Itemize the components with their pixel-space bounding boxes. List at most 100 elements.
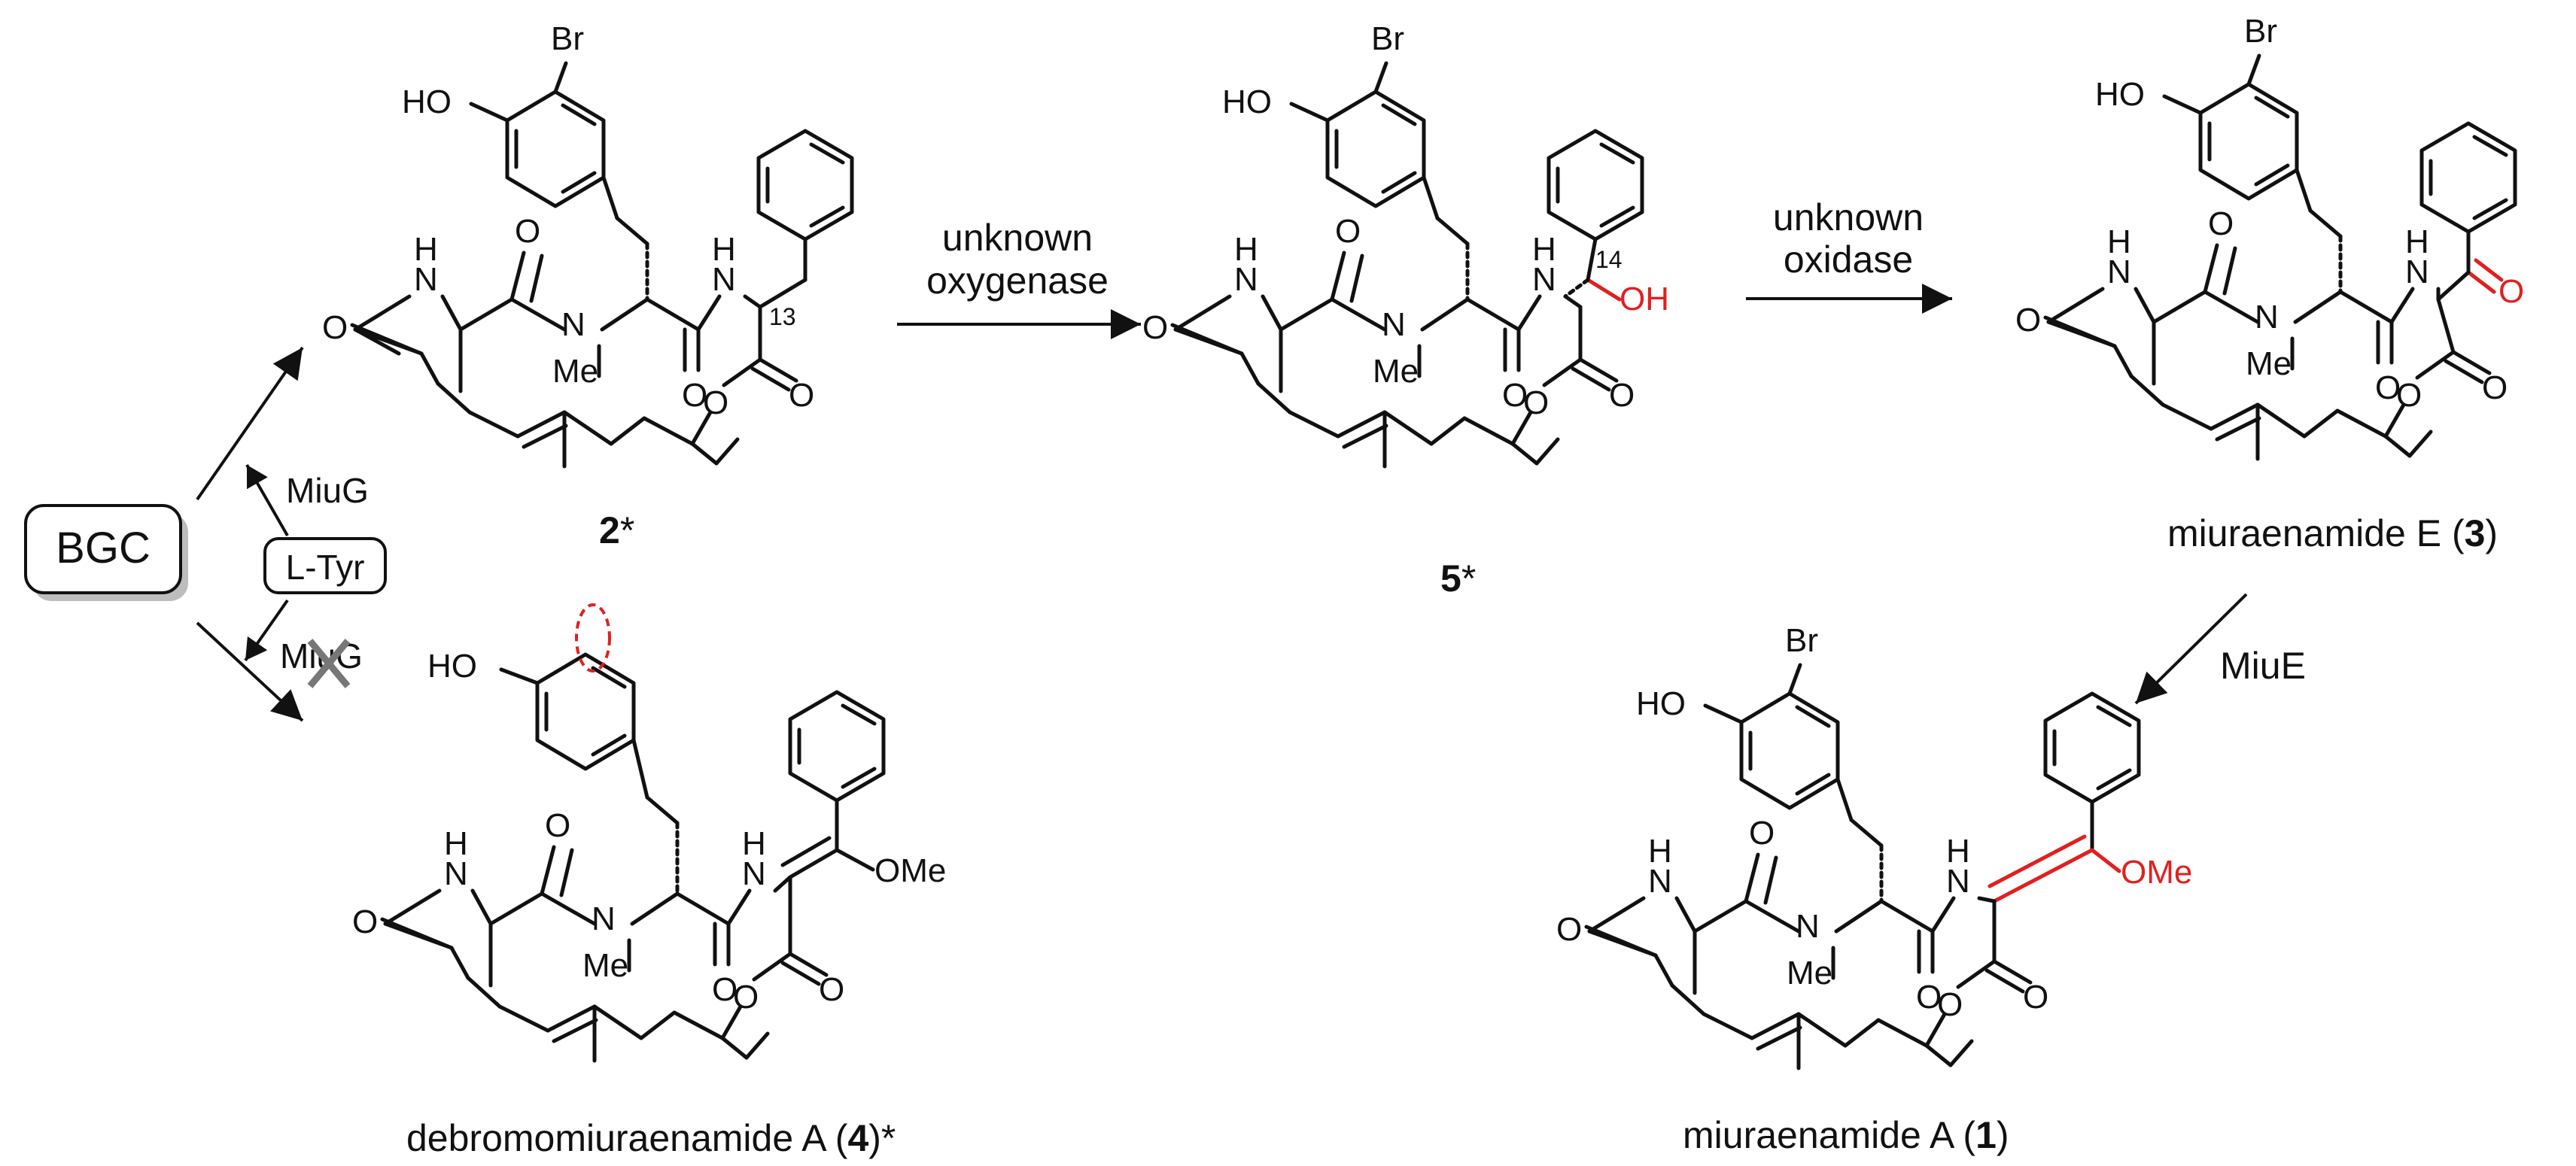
oxidase-label-1: unknown [1773, 196, 1924, 238]
arrow-ltyr-up [245, 464, 289, 536]
n-me-me: Me [1373, 353, 1419, 390]
o-amide-1: O [515, 213, 540, 250]
miue-label: MiuE [2220, 645, 2306, 687]
nh2-h: H [742, 825, 766, 862]
arrow-oxygenase: unknown oxygenase [897, 217, 1141, 339]
arrow-miue: MiuE [2134, 593, 2306, 705]
o-ester: O [733, 979, 759, 1016]
phenyl-ring [756, 129, 854, 309]
n-me-n: N [592, 900, 616, 937]
locant-14: 14 [1595, 246, 1623, 273]
compound-2-label: 2* [599, 509, 634, 551]
nh2-h: H [712, 231, 736, 268]
o-ester: O [703, 384, 728, 421]
n-me-me: Me [2246, 345, 2292, 382]
compound-1-label: miuraenamide A (1) [1683, 1114, 2009, 1156]
o-ketone: O [2498, 273, 2524, 310]
o-ester-carbonyl: O [2482, 369, 2508, 406]
o-ester-carbonyl: O [1609, 377, 1635, 414]
o-lactam: O [2015, 302, 2041, 339]
o-amide-1: O [545, 807, 570, 844]
nh1-n: N [444, 855, 468, 892]
o-amide-2: O [1502, 377, 1528, 414]
n-me-n: N [2255, 299, 2279, 336]
bromophenol-ring [469, 61, 649, 246]
oxidase-label-2: oxidase [1784, 238, 1913, 281]
o-amide-2: O [712, 971, 738, 1008]
nh1-n: N [2107, 254, 2131, 290]
ho-atom: HO [1222, 84, 1272, 120]
missing-bromine-mark [575, 603, 611, 673]
nh2-n: N [712, 261, 736, 298]
compound-2: Br HO [322, 20, 854, 551]
bgc-box [24, 504, 182, 594]
o-amide-1: O [1335, 213, 1361, 250]
miug-top-label: MiuG [286, 471, 369, 510]
br-atom: Br [1371, 20, 1404, 57]
nh2-h: H [2405, 223, 2429, 260]
nh2-n: N [742, 855, 766, 892]
nh1-h: H [414, 231, 438, 268]
compound-5-label: 5* [1440, 557, 1476, 600]
o-amide-1: O [2208, 205, 2234, 242]
o-ester-carbonyl: O [2023, 979, 2048, 1016]
ome-group: OMe [874, 852, 946, 889]
arrow-ltyr-down [244, 599, 289, 662]
n-me-n: N [561, 306, 585, 343]
o-lactam: O [352, 903, 378, 940]
o-amide-2: O [2375, 369, 2401, 406]
nh1-h: H [2107, 223, 2131, 260]
arrow-to-2 [196, 346, 304, 501]
br-atom: Br [1785, 622, 1818, 659]
nh2-h: H [1946, 833, 1970, 870]
arrow-oxidase: unknown oxidase [1746, 196, 1952, 314]
o-amide-1: O [1749, 815, 1775, 852]
ltyr-box [263, 537, 387, 594]
ho-atom: HO [427, 648, 477, 685]
n-me-n: N [1382, 306, 1406, 343]
ho-atom: HO [1636, 685, 1686, 722]
o-ester: O [1523, 384, 1549, 421]
o-ester-carbonyl: O [789, 377, 814, 414]
compound-3: Br HO [2015, 13, 2524, 554]
n-me-me: Me [552, 353, 598, 390]
ltyr-label: L-Tyr [286, 548, 365, 587]
o-amide-2: O [1916, 979, 1942, 1016]
nh2-n: N [1946, 863, 1970, 900]
o-lactam: O [1556, 911, 1582, 948]
o-lactam: O [322, 309, 348, 346]
locant-13: 13 [769, 303, 796, 330]
nh1-n: N [1648, 863, 1672, 900]
n-me-me: Me [582, 947, 628, 984]
ome-group: OMe [2121, 854, 2192, 891]
compound-4: HO [352, 603, 946, 1159]
o-ester: O [2396, 377, 2422, 414]
ho-atom: HO [2095, 76, 2145, 113]
n-me-n: N [1796, 908, 1820, 945]
macrocycle-backbone [350, 241, 798, 469]
nh2-n: N [1532, 261, 1556, 298]
o-ester-carbonyl: O [819, 971, 844, 1008]
o-amide-2: O [682, 377, 707, 414]
nh2-h: H [1532, 231, 1556, 268]
compound-1: Br HO [1556, 622, 2192, 1156]
nh1-n: N [1234, 261, 1258, 298]
nh1-n: N [414, 261, 438, 298]
o-ester: O [1937, 986, 1963, 1023]
bgc-label: BGC [56, 524, 151, 572]
oxygenase-label-2: oxygenase [926, 260, 1109, 302]
o-lactam: O [1142, 309, 1168, 346]
n-me-me: Me [1787, 955, 1832, 991]
bgc-branch: BGC L-Tyr MiuG MiuG [24, 346, 387, 722]
ho-atom: HO [402, 84, 452, 120]
arrow-to-4 [196, 621, 304, 722]
compound-4-label: debromomiuraenamide A (4)* [406, 1117, 896, 1159]
oxygenase-label-1: unknown [942, 217, 1093, 259]
nh1-h: H [1234, 231, 1258, 268]
nh2-n: N [2405, 254, 2429, 290]
compound-3-label: miuraenamide E (3) [2167, 512, 2498, 554]
blocked-cross-icon [307, 639, 351, 688]
br-atom: Br [2244, 13, 2277, 50]
nh1-h: H [444, 825, 468, 862]
